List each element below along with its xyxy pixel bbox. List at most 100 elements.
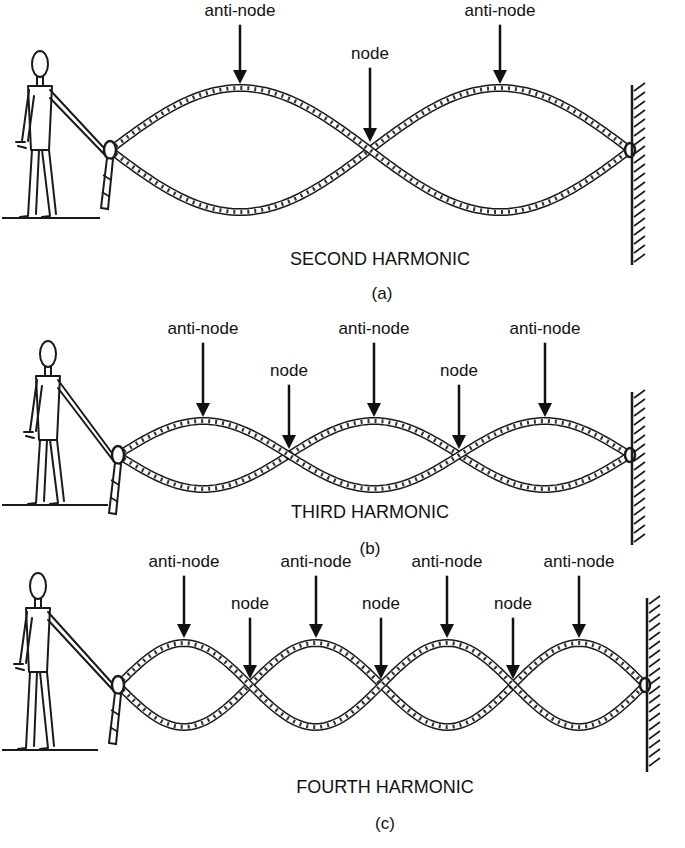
panel-letter: (c): [375, 815, 395, 834]
arrow-head: [233, 70, 247, 84]
rope-fixing: [625, 448, 635, 462]
wall-hatching: [634, 92, 645, 100]
pointer-arrow: [183, 576, 186, 626]
wall-hatching: [634, 164, 645, 172]
pointer-arrow: [369, 68, 372, 130]
wall-hatching: [649, 650, 660, 658]
wall-hatching: [634, 390, 645, 398]
arrow-head: [440, 624, 454, 638]
rope-tail-hatching: [110, 480, 119, 502]
wall-hatching: [634, 200, 645, 208]
wall-hatching: [649, 722, 660, 730]
rope-hatching: [118, 421, 630, 489]
wall: [631, 85, 634, 265]
person-leg: [50, 440, 64, 504]
rope-knot: [112, 446, 124, 464]
wall-hatching: [634, 507, 645, 515]
wall-hatching: [649, 758, 660, 766]
pointer-arrow: [202, 343, 205, 405]
pointer-arrow: [578, 576, 581, 626]
rope-outline: [118, 421, 630, 489]
wall-hatching: [649, 686, 660, 694]
wall-hatching: [649, 668, 660, 676]
wall-hatching: [634, 453, 645, 461]
rope-hatching: [118, 421, 630, 489]
person-arm: [58, 380, 112, 459]
arrow-head: [572, 624, 586, 638]
wall-hatching: [649, 677, 660, 685]
wave-point-label: node: [270, 362, 308, 381]
rope-fixing: [625, 143, 635, 157]
pointer-arrow: [446, 576, 449, 626]
rope-outline: [118, 421, 630, 489]
wall-hatching: [634, 534, 645, 542]
pointer-arrow: [288, 385, 291, 437]
ground-line: [2, 749, 98, 751]
wall-hatching: [649, 641, 660, 649]
wall: [646, 598, 649, 772]
wall-hatching: [634, 435, 645, 443]
wall-hatching: [634, 399, 645, 407]
person-leg: [28, 440, 47, 504]
wall-hatching: [649, 731, 660, 739]
wall-hatching: [634, 128, 645, 136]
wall-hatching: [634, 426, 645, 434]
wave-point-label: anti-node: [281, 553, 352, 572]
wave-point-label: node: [440, 362, 478, 381]
wall-hatching: [634, 191, 645, 199]
panel-letter: (b): [360, 540, 381, 559]
wall-hatching: [634, 417, 645, 425]
person-leg: [18, 672, 37, 749]
person-head: [32, 51, 48, 77]
wall-hatching: [634, 254, 645, 262]
wall-hatching: [649, 749, 660, 757]
ground-line: [2, 217, 100, 219]
person-head: [40, 341, 56, 367]
wave-point-label: node: [351, 45, 389, 64]
arrow-head: [363, 128, 377, 142]
arrow-head: [452, 435, 466, 449]
wall-hatching: [634, 245, 645, 253]
wall-hatching: [649, 713, 660, 721]
wall-hatching: [634, 209, 645, 217]
wall-hatching: [649, 659, 660, 667]
person-hand: [14, 664, 24, 670]
wall-hatching: [634, 444, 645, 452]
pointer-arrow: [512, 618, 515, 667]
panel-letter: (a): [372, 285, 393, 304]
pointer-arrow: [458, 385, 461, 437]
rope-fixing: [640, 678, 650, 692]
rope-body: [118, 421, 630, 489]
wall-hatching: [634, 110, 645, 118]
wall-hatching: [634, 516, 645, 524]
person-arm: [30, 380, 42, 431]
person-neck: [45, 367, 51, 376]
person-neck: [35, 599, 41, 608]
harmonic-caption: THIRD HARMONIC: [291, 503, 449, 523]
wave-point-label: anti-node: [339, 320, 410, 339]
arrow-head: [196, 403, 210, 417]
wall-hatching: [634, 119, 645, 127]
rope-tail: [109, 693, 121, 744]
wave-point-label: node: [362, 595, 400, 614]
arrow-head: [374, 665, 388, 679]
wall-hatching: [649, 596, 660, 604]
person-leg: [40, 672, 54, 749]
person-head: [30, 573, 46, 599]
wall-hatching: [634, 155, 645, 163]
rope-tail-hatching: [102, 175, 111, 197]
wall-hatching: [649, 632, 660, 640]
wall: [631, 392, 634, 545]
wall-hatching: [649, 623, 660, 631]
wall-hatching: [649, 695, 660, 703]
pointer-arrow: [239, 25, 242, 72]
wave-point-label: anti-node: [412, 553, 483, 572]
wall-hatching: [634, 101, 645, 109]
wave-point-label: anti-node: [465, 2, 536, 21]
wall-hatching: [634, 471, 645, 479]
wall-hatching: [649, 740, 660, 748]
wave-point-label: anti-node: [544, 553, 615, 572]
wall-hatching: [634, 489, 645, 497]
